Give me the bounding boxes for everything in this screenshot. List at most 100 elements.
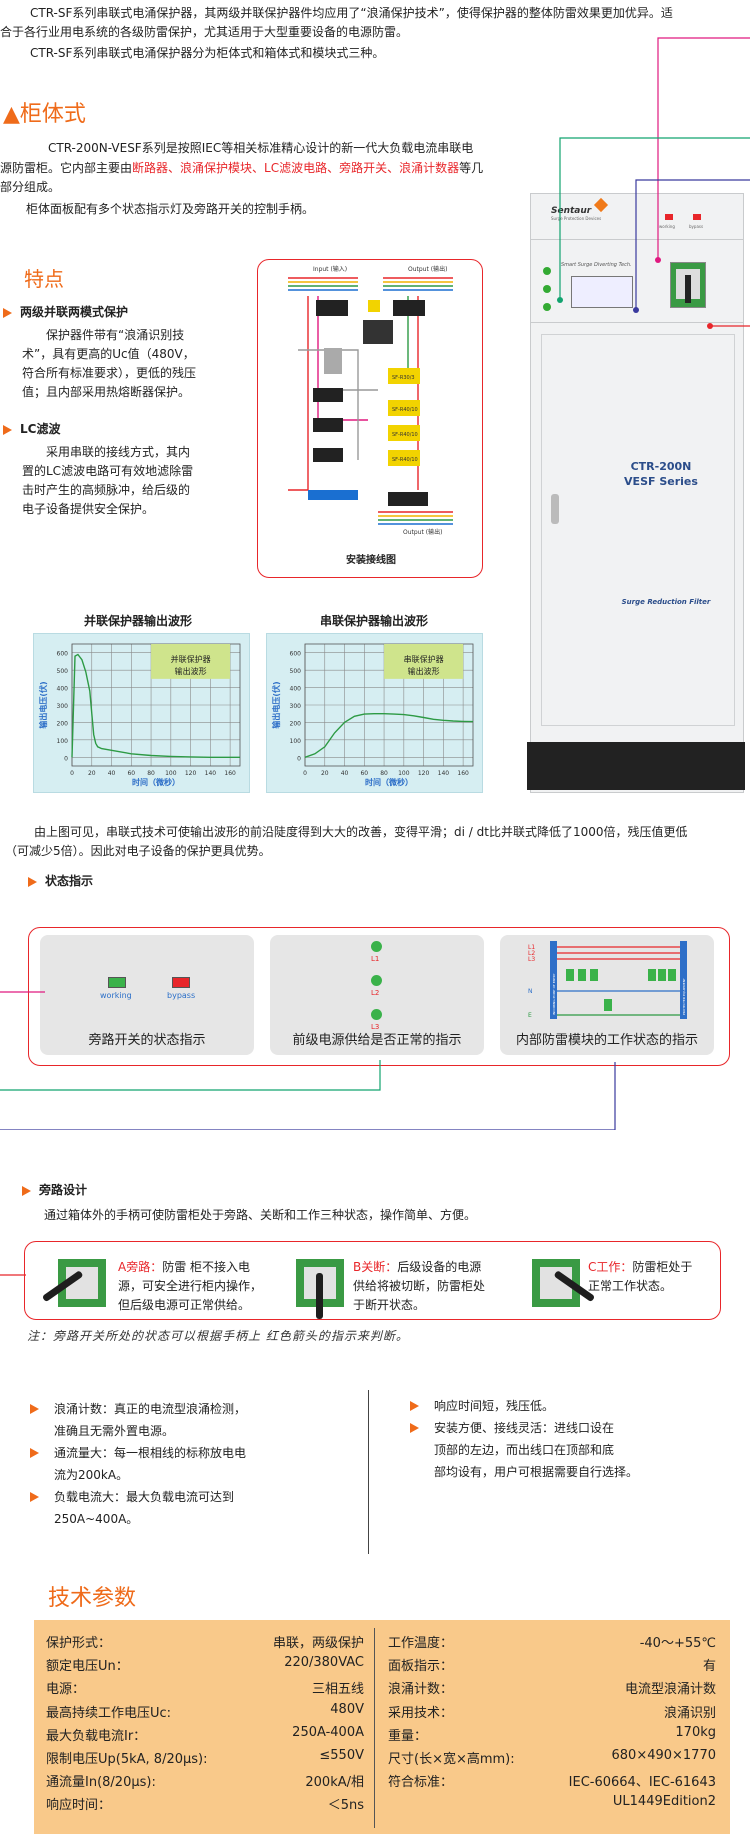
x-tick-label: 160 [457, 770, 469, 777]
wiring-input-label: Input (输入) [313, 265, 347, 273]
bypass-c-text: C工作：防雷柜处于 正常工作状态。 [588, 1260, 693, 1293]
bypass-switch[interactable] [670, 262, 706, 308]
cabinet-base [527, 742, 745, 790]
door-handle[interactable] [551, 494, 559, 524]
arrow-right-icon [410, 1423, 419, 1433]
series-line [71, 653, 240, 759]
x-tick-label: 40 [108, 770, 116, 777]
x-tick-label: 140 [438, 770, 450, 777]
cabinet-desc-line4: 柜体面板配有多个状态指示灯及旁路开关的控制手柄。 [26, 202, 315, 216]
y-tick-label: 600 [290, 651, 302, 658]
cabinet-desc-post: 等几 [459, 161, 484, 175]
bypass-title: 旁路设计 [22, 1181, 87, 1198]
x-axis-label: 时间（微秒） [132, 777, 180, 787]
tech-right-key: 重量： [388, 1728, 428, 1744]
working-text: working [100, 991, 132, 1000]
l2-label: L2 [371, 989, 380, 997]
x-tick-label: 60 [127, 770, 135, 777]
l1-lamp [543, 260, 551, 279]
model-line2: VESF Series [624, 475, 698, 488]
tech-right-value: IEC-60664、IEC-61643 [568, 1775, 716, 1791]
y-tick-label: 200 [290, 720, 302, 727]
arrow-right-icon [3, 424, 12, 435]
l3-lamp [543, 296, 551, 315]
l2-lamp [543, 278, 551, 297]
y-tick-label: 300 [290, 703, 302, 710]
x-tick-label: 20 [321, 770, 329, 777]
tech-right-value: -40～+55℃ [639, 1636, 716, 1651]
module-schematic-svg: L1 L2 L3 N E INCOMING POINT OF ENTRY PRO… [528, 941, 687, 1019]
line-label-l1: L1 [528, 944, 535, 951]
tech-right-key: 工作温度： [388, 1636, 454, 1651]
tech-left-key: 最大负载电流Ir： [46, 1728, 147, 1744]
callout-lines [557, 37, 750, 329]
intro-line3: CTR-SF系列串联式电涌保护器分为柜体式和箱体式和模块式三种。 [30, 46, 385, 60]
filter-label: Surge Reduction Filter [621, 598, 711, 606]
tech-left-key: 电源： [46, 1682, 86, 1698]
arrow-right-icon [30, 1492, 39, 1502]
feature1-title: 两级并联两模式保护 [3, 303, 128, 320]
cabinet-desc-pre: 源防雷柜。它内部主要由 [0, 161, 133, 175]
y-tick-label: 500 [57, 668, 69, 675]
series-line [304, 712, 474, 758]
protected-label: PROTECTED EQUIPMENT [682, 978, 686, 1015]
bullets-right: 响应时间短，残压低。 安装方便、接线灵活：进线口设在顶部的左边，而出线口在顶部和… [410, 1395, 710, 1483]
tech-title: 技术参数 [48, 1586, 137, 1611]
panel-text: Smart Surge Diverting Tech. [561, 262, 632, 268]
arrow-right-icon [410, 1401, 419, 1411]
x-tick-label: 120 [418, 770, 430, 777]
legend-box [151, 644, 231, 679]
bypass-callout-line [0, 1274, 26, 1276]
bullet-item: 通流量大：每一根相线的标称放电电流为200kA。 [30, 1442, 330, 1486]
intro-line1: CTR-SF系列串联式电涌保护器，其两级并联保护器件均应用了“浪涌保护技术”，使… [30, 6, 673, 20]
cabinet-section-title: ▲柜体式 [3, 102, 86, 127]
bypass-box [24, 1241, 721, 1320]
tech-right-value: 170kg [675, 1724, 716, 1740]
tech-left-key: 响应时间： [46, 1798, 112, 1814]
l3-label: L3 [371, 1023, 380, 1031]
x-axis-label: 时间（微秒） [365, 777, 413, 787]
legend-text: 串联保护器 [404, 654, 444, 664]
y-tick-label: 300 [57, 703, 69, 710]
conclusion-line1: 由上图可见，串联式技术可使输出波形的前沿陡度得到大大的改善，变得平滑；di / … [34, 825, 688, 839]
tech-right-value: 电流型浪涌计数 [624, 1682, 716, 1698]
y-tick-label: 100 [290, 738, 302, 745]
switch-c-icon [532, 1259, 596, 1307]
tech-divider [374, 1628, 375, 1828]
legend-box [384, 644, 464, 679]
y-axis-label: 输出电压(伏) [38, 681, 48, 728]
bullet-item: 响应时间短，残压低。 [410, 1395, 710, 1417]
arrow-right-icon [3, 307, 12, 318]
model-line1: CTR-200N [630, 460, 692, 473]
x-tick-label: 80 [380, 770, 388, 777]
y-tick-label: 200 [57, 720, 69, 727]
wiring-diagram-svg: Input (输入) Output (输出) SF-R30/3 SF-R40/1 [288, 265, 453, 566]
status-caption-power: 前级电源供给是否正常的指示 [292, 1033, 462, 1048]
status-card-power: L1 L2 L3 前级电源供给是否正常的指示 [270, 935, 484, 1055]
tech-left-key: 最高持续工作电压Uc: [46, 1705, 172, 1721]
bypass-lamp [693, 214, 701, 220]
bypass-note: 注：旁路开关所处的状态可以根据手柄上 红色箭头的指示来判断。 [27, 1329, 409, 1343]
working-lamp-icon [108, 977, 126, 988]
switch-b-icon [296, 1259, 344, 1319]
y-tick-label: 500 [290, 668, 302, 675]
tech-left-key: 限制电压Up(5kA, 8/20μs): [46, 1752, 208, 1767]
x-tick-label: 0 [303, 770, 307, 777]
intro-line2: 合于各行业用电系统的各级防雷保护，尤其适用于大型重要设备的电源防雷。 [0, 25, 409, 39]
feature2-text: 采用串联的接线方式，其内 置的LC滤波电路可有效地滤除雷 击时产生的高频脉冲，给… [22, 445, 194, 516]
switch-a-icon [41, 1259, 106, 1307]
bullet-item: 浪涌计数：真正的电流型浪涌检测，准确且无需外置电源。 [30, 1398, 330, 1442]
tech-left-key: 保护形式： [46, 1636, 112, 1651]
l1-label: L1 [371, 955, 380, 963]
tech-right-value: 有 [702, 1659, 716, 1675]
status-callout-lines [0, 991, 616, 1130]
bypass-desc: 通过箱体外的手柄可使防雷柜处于旁路、关断和工作三种状态，操作简单、方便。 [44, 1208, 477, 1222]
tech-right-key: 尺寸(长×宽×高mm): [388, 1752, 515, 1767]
brand-logo: Sentaur [551, 206, 592, 216]
tech-right-key: 面板指示： [388, 1659, 454, 1675]
tech-left-value: 200kA/相 [305, 1775, 364, 1791]
status-caption-module: 内部防雷模块的工作状态的指示 [515, 1033, 698, 1048]
